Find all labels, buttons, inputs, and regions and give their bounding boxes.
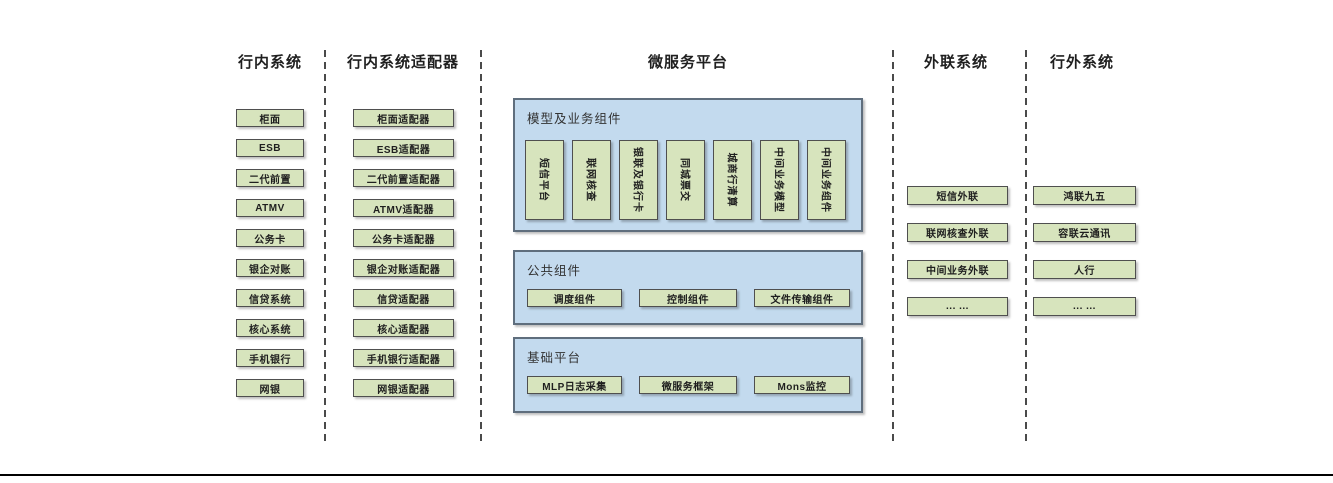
vertical-component-box: 城商行清算 xyxy=(713,140,752,220)
vertical-component-box: 中间业务模型 xyxy=(760,140,799,220)
external-box: 鸿联九五 xyxy=(1033,186,1136,205)
system-box: ATMV xyxy=(236,199,304,217)
component-box: 微服务框架 xyxy=(639,376,737,394)
system-box: ESB xyxy=(236,139,304,157)
panel-base-platform: 基础平台 MLP日志采集 微服务框架 Mons监控 xyxy=(513,337,863,413)
component-box: 文件传输组件 xyxy=(754,289,850,307)
outreach-box: 中间业务外联 xyxy=(907,260,1008,279)
outreach-box: 联网核查外联 xyxy=(907,223,1008,242)
external-systems-column: 鸿联九五 容联云通讯 人行 ... ... xyxy=(1033,186,1136,334)
adapter-box: 信贷适配器 xyxy=(353,289,454,307)
header-microservice-platform: 微服务平台 xyxy=(647,54,729,71)
system-box: 核心系统 xyxy=(236,319,304,337)
internal-systems-column: 柜面 ESB 二代前置 ATMV 公务卡 银企对账 信贷系统 核心系统 手机银行… xyxy=(236,109,304,409)
component-box: Mons监控 xyxy=(754,376,850,394)
vertical-component-label: 联网核查 xyxy=(584,158,595,202)
adapter-box: ATMV适配器 xyxy=(353,199,454,217)
header-internal-systems: 行内系统 xyxy=(237,54,303,71)
system-box: 银企对账 xyxy=(236,259,304,277)
vertical-component-label: 中间业务组件 xyxy=(819,147,830,213)
outreach-box: ... ... xyxy=(907,297,1008,316)
system-box: 二代前置 xyxy=(236,169,304,187)
vertical-component-box: 联网核查 xyxy=(572,140,611,220)
header-internal-adapters: 行内系统适配器 xyxy=(346,54,460,71)
divider-line xyxy=(1025,50,1027,443)
component-row: MLP日志采集 微服务框架 Mons监控 xyxy=(527,376,850,394)
header-external-systems: 行外系统 xyxy=(1049,54,1115,71)
panel-label: 基础平台 xyxy=(527,351,582,365)
divider-line xyxy=(892,50,894,443)
bottom-rule xyxy=(0,474,1333,476)
system-box: 手机银行 xyxy=(236,349,304,367)
component-box: 调度组件 xyxy=(527,289,622,307)
adapter-box: 银企对账适配器 xyxy=(353,259,454,277)
component-box: MLP日志采集 xyxy=(527,376,622,394)
outreach-systems-column: 短信外联 联网核查外联 中间业务外联 ... ... xyxy=(907,186,1008,334)
vertical-component-box: 短信平台 xyxy=(525,140,564,220)
adapter-box: ESB适配器 xyxy=(353,139,454,157)
panel-label: 公共组件 xyxy=(527,264,582,278)
vertical-component-box: 同城票交 xyxy=(666,140,705,220)
header-outreach-systems: 外联系统 xyxy=(923,54,989,71)
system-box: 柜面 xyxy=(236,109,304,127)
adapter-box: 核心适配器 xyxy=(353,319,454,337)
component-box: 控制组件 xyxy=(639,289,737,307)
system-box: 网银 xyxy=(236,379,304,397)
system-box: 信贷系统 xyxy=(236,289,304,307)
adapter-box: 网银适配器 xyxy=(353,379,454,397)
external-box: ... ... xyxy=(1033,297,1136,316)
panel-common-components: 公共组件 调度组件 控制组件 文件传输组件 xyxy=(513,250,863,325)
vertical-component-label: 同城票交 xyxy=(678,158,689,202)
panel-model-business-components: 模型及业务组件 短信平台 联网核查 银联及银行卡 同城票交 城商行清算 中间业务… xyxy=(513,98,863,232)
component-row: 调度组件 控制组件 文件传输组件 xyxy=(527,289,850,307)
adapter-box: 二代前置适配器 xyxy=(353,169,454,187)
vertical-component-box: 银联及银行卡 xyxy=(619,140,658,220)
vertical-component-label: 短信平台 xyxy=(537,158,548,202)
adapters-column: 柜面适配器 ESB适配器 二代前置适配器 ATMV适配器 公务卡适配器 银企对账… xyxy=(353,109,454,409)
vertical-component-label: 城商行清算 xyxy=(725,152,736,208)
outreach-box: 短信外联 xyxy=(907,186,1008,205)
divider-line xyxy=(324,50,326,443)
divider-line xyxy=(480,50,482,443)
adapter-box: 柜面适配器 xyxy=(353,109,454,127)
vertical-component-label: 中间业务模型 xyxy=(772,147,783,213)
vertical-component-box: 中间业务组件 xyxy=(807,140,846,220)
external-box: 容联云通讯 xyxy=(1033,223,1136,242)
vertical-component-row: 短信平台 联网核查 银联及银行卡 同城票交 城商行清算 中间业务模型 中间业务组… xyxy=(525,140,846,220)
vertical-component-label: 银联及银行卡 xyxy=(631,147,642,213)
system-box: 公务卡 xyxy=(236,229,304,247)
adapter-box: 公务卡适配器 xyxy=(353,229,454,247)
external-box: 人行 xyxy=(1033,260,1136,279)
panel-label: 模型及业务组件 xyxy=(527,112,622,126)
adapter-box: 手机银行适配器 xyxy=(353,349,454,367)
